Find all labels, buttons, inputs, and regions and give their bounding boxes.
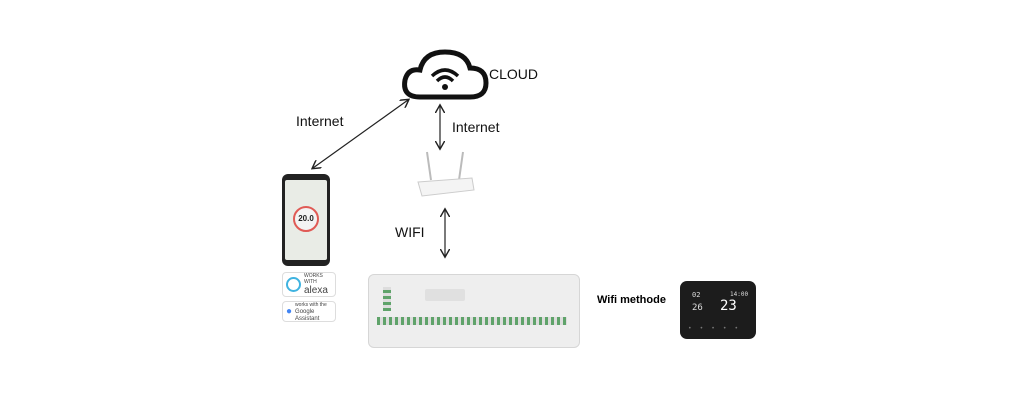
wifi-method-label: Wifi methode <box>597 294 666 306</box>
internet-arrow-phone <box>313 100 408 168</box>
cloud-icon <box>402 49 489 100</box>
thermostat-room-temp: 26 <box>692 303 703 313</box>
wiring-controller <box>368 274 580 348</box>
internet-label-right: Internet <box>452 119 500 135</box>
temperature-dial: 20.0 <box>293 206 319 232</box>
phone-screen: 20.0 <box>285 180 327 260</box>
thermostat-day: 02 <box>692 291 701 299</box>
thermostat: 02 14:00 26 23 ••••• <box>680 281 756 339</box>
alexa-icon <box>286 277 301 292</box>
internet-label-left: Internet <box>296 113 344 129</box>
smartphone: 20.0 <box>282 174 330 266</box>
cloud-label: CLOUD <box>489 66 539 82</box>
google-assistant-icon: ● <box>286 306 293 317</box>
wifi-label: WIFI <box>395 224 425 240</box>
thermostat-set-temp: 23 <box>720 298 737 314</box>
thermostat-touch-buttons[interactable]: ••••• <box>688 325 747 332</box>
thermostat-time: 14:00 <box>730 291 749 298</box>
router-icon <box>417 151 475 197</box>
